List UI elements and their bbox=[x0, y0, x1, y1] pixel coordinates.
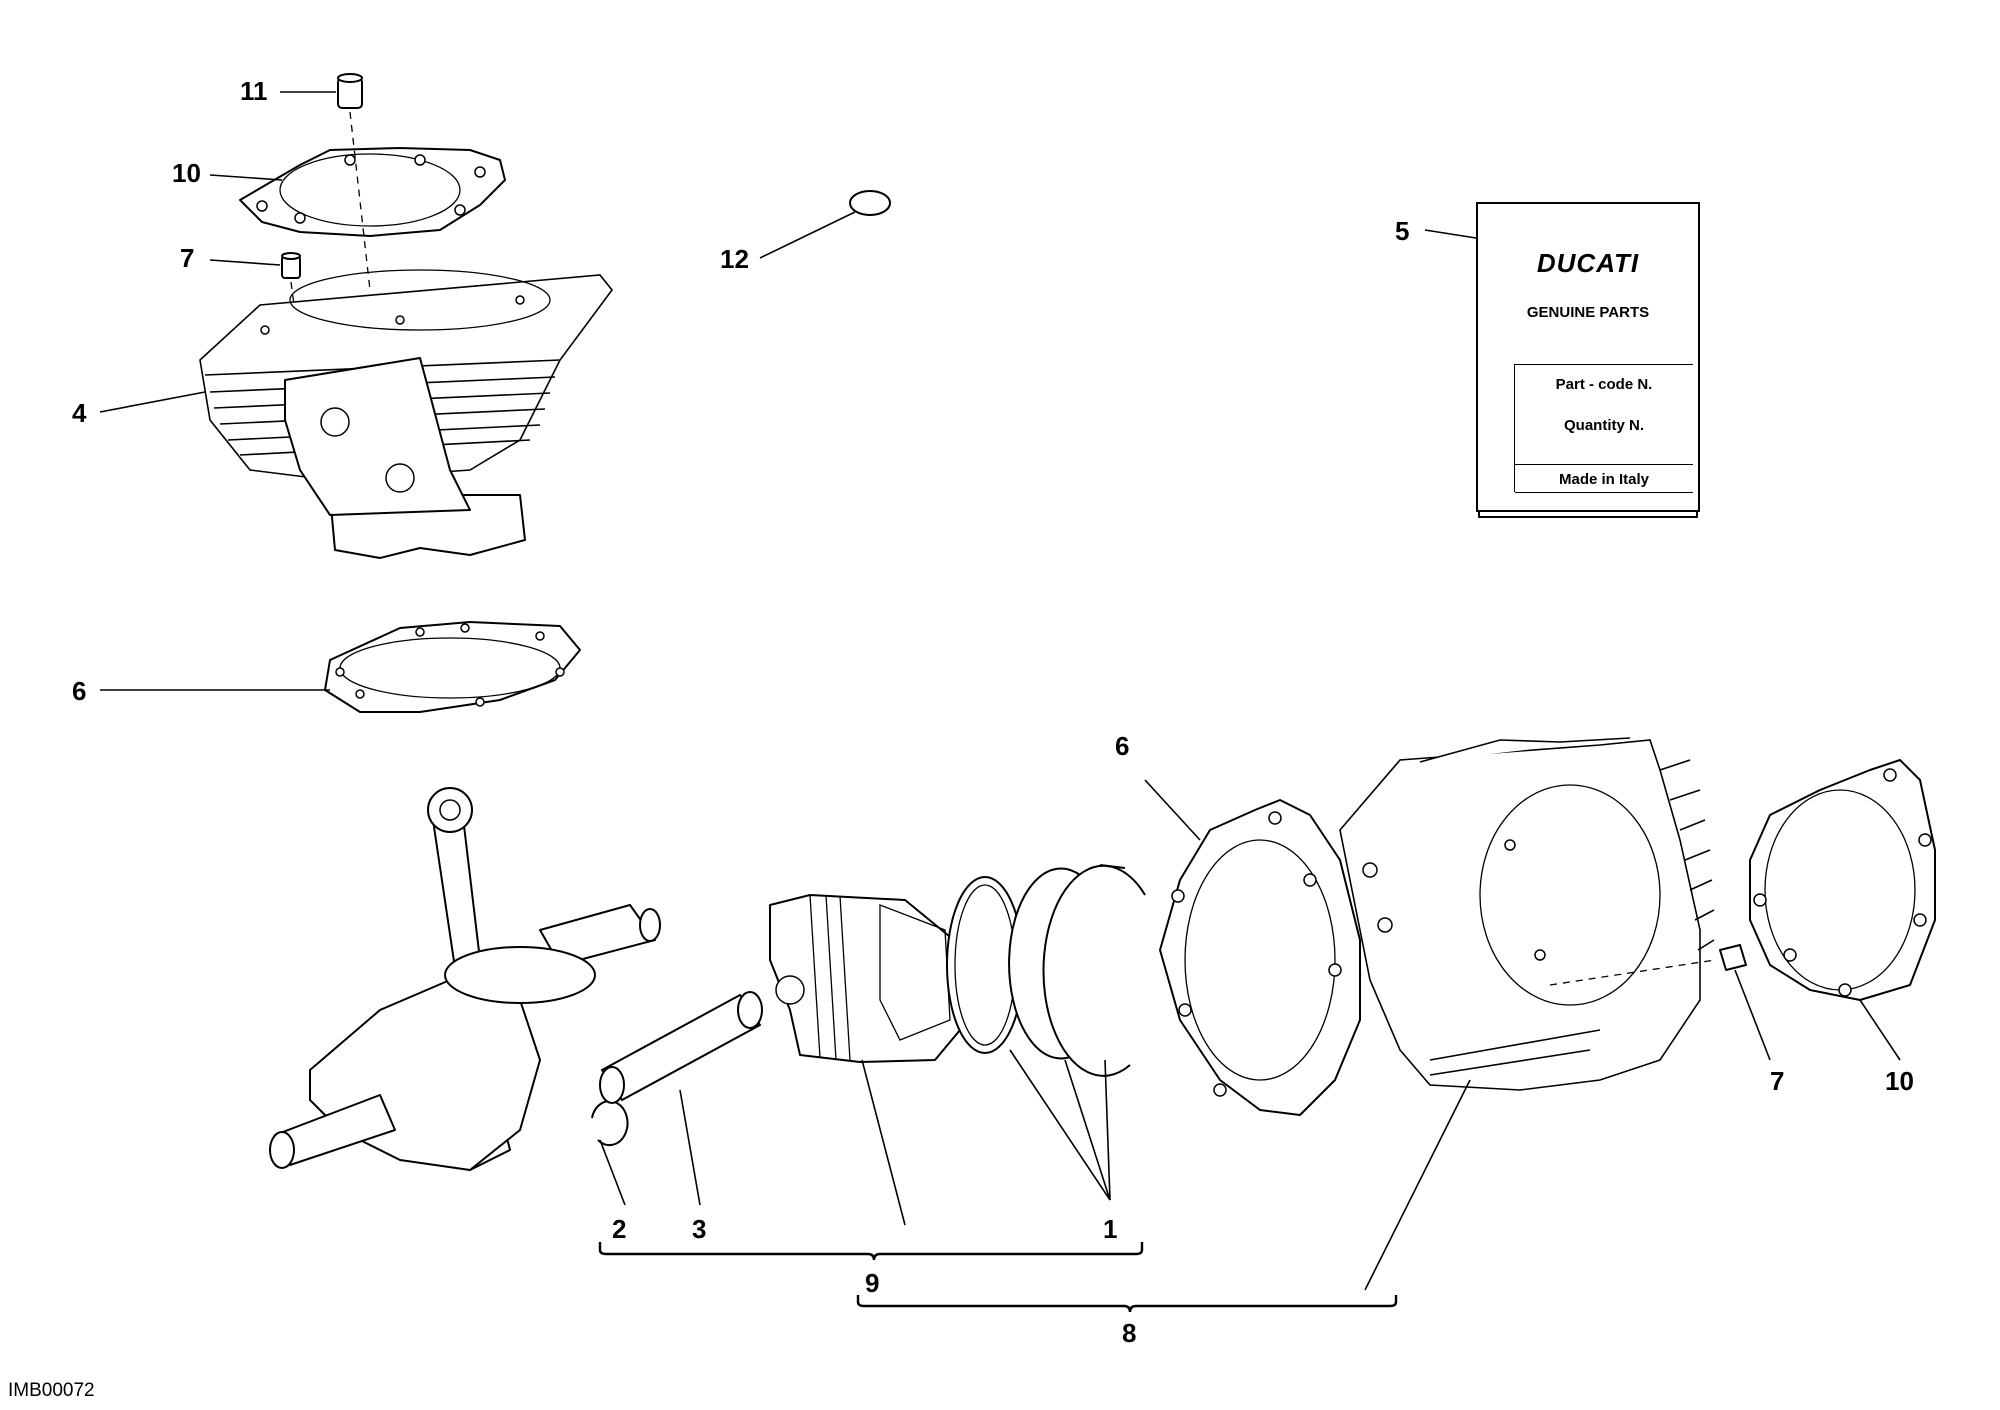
head-gasket-top bbox=[239, 147, 506, 237]
callout-9: 9 bbox=[865, 1268, 879, 1298]
brand-logo: DUCATI bbox=[1536, 248, 1640, 278]
crankshaft-assembly bbox=[269, 787, 661, 1171]
callout-labels: 11 10 7 4 6 12 5 6 2 3 1 9 8 7 10 bbox=[72, 76, 1914, 1348]
cylinder-barrel-right bbox=[1339, 737, 1715, 1091]
callout-2: 2 bbox=[612, 1214, 626, 1244]
callout-10-top: 10 bbox=[172, 158, 201, 188]
callout-5: 5 bbox=[1395, 216, 1409, 246]
label-info-box: Part - code N. Quantity N. Made in Italy bbox=[1514, 364, 1693, 493]
callout-3: 3 bbox=[692, 1214, 706, 1244]
piston-rings bbox=[946, 864, 1146, 1077]
label-subtitle: GENUINE PARTS bbox=[1526, 304, 1650, 321]
drawing-code: IMB00072 bbox=[8, 1380, 95, 1401]
callout-6-right: 6 bbox=[1115, 731, 1129, 761]
head-gasket-right bbox=[1749, 759, 1936, 1001]
label-quantity: Quantity N. bbox=[1563, 417, 1644, 434]
callout-7-right: 7 bbox=[1770, 1066, 1784, 1096]
callout-4: 4 bbox=[72, 398, 87, 428]
label-shadow-edge bbox=[1478, 510, 1698, 518]
label-part-code: Part - code N. bbox=[1555, 376, 1653, 393]
callout-8: 8 bbox=[1122, 1318, 1136, 1348]
label-rule bbox=[1515, 492, 1693, 493]
label-origin: Made in Italy bbox=[1558, 471, 1650, 488]
callout-7-top: 7 bbox=[180, 243, 194, 273]
base-gasket-right bbox=[1159, 799, 1361, 1116]
cylinder-barrel bbox=[199, 269, 614, 559]
label-rule bbox=[1515, 464, 1693, 465]
dowel-bush-top bbox=[337, 73, 363, 109]
sealing-plug bbox=[849, 190, 891, 216]
label-rule bbox=[1515, 364, 1693, 365]
genuine-parts-label: DUCATI GENUINE PARTS Part - code N. Quan… bbox=[1476, 202, 1700, 518]
dowel-bush-small bbox=[281, 252, 301, 279]
callout-6-left: 6 bbox=[72, 676, 86, 706]
leader-lines bbox=[99, 91, 1901, 1291]
circlip bbox=[591, 1100, 629, 1147]
callout-1: 1 bbox=[1103, 1214, 1117, 1244]
base-gasket-left bbox=[324, 621, 581, 713]
piston bbox=[769, 894, 961, 1063]
dowel-bush-right bbox=[1719, 944, 1747, 971]
assembly-braces bbox=[598, 1242, 1398, 1313]
callout-12: 12 bbox=[720, 244, 749, 274]
callout-10-right: 10 bbox=[1885, 1066, 1914, 1096]
gudgeon-pin bbox=[599, 991, 763, 1104]
callout-11: 11 bbox=[240, 76, 268, 106]
